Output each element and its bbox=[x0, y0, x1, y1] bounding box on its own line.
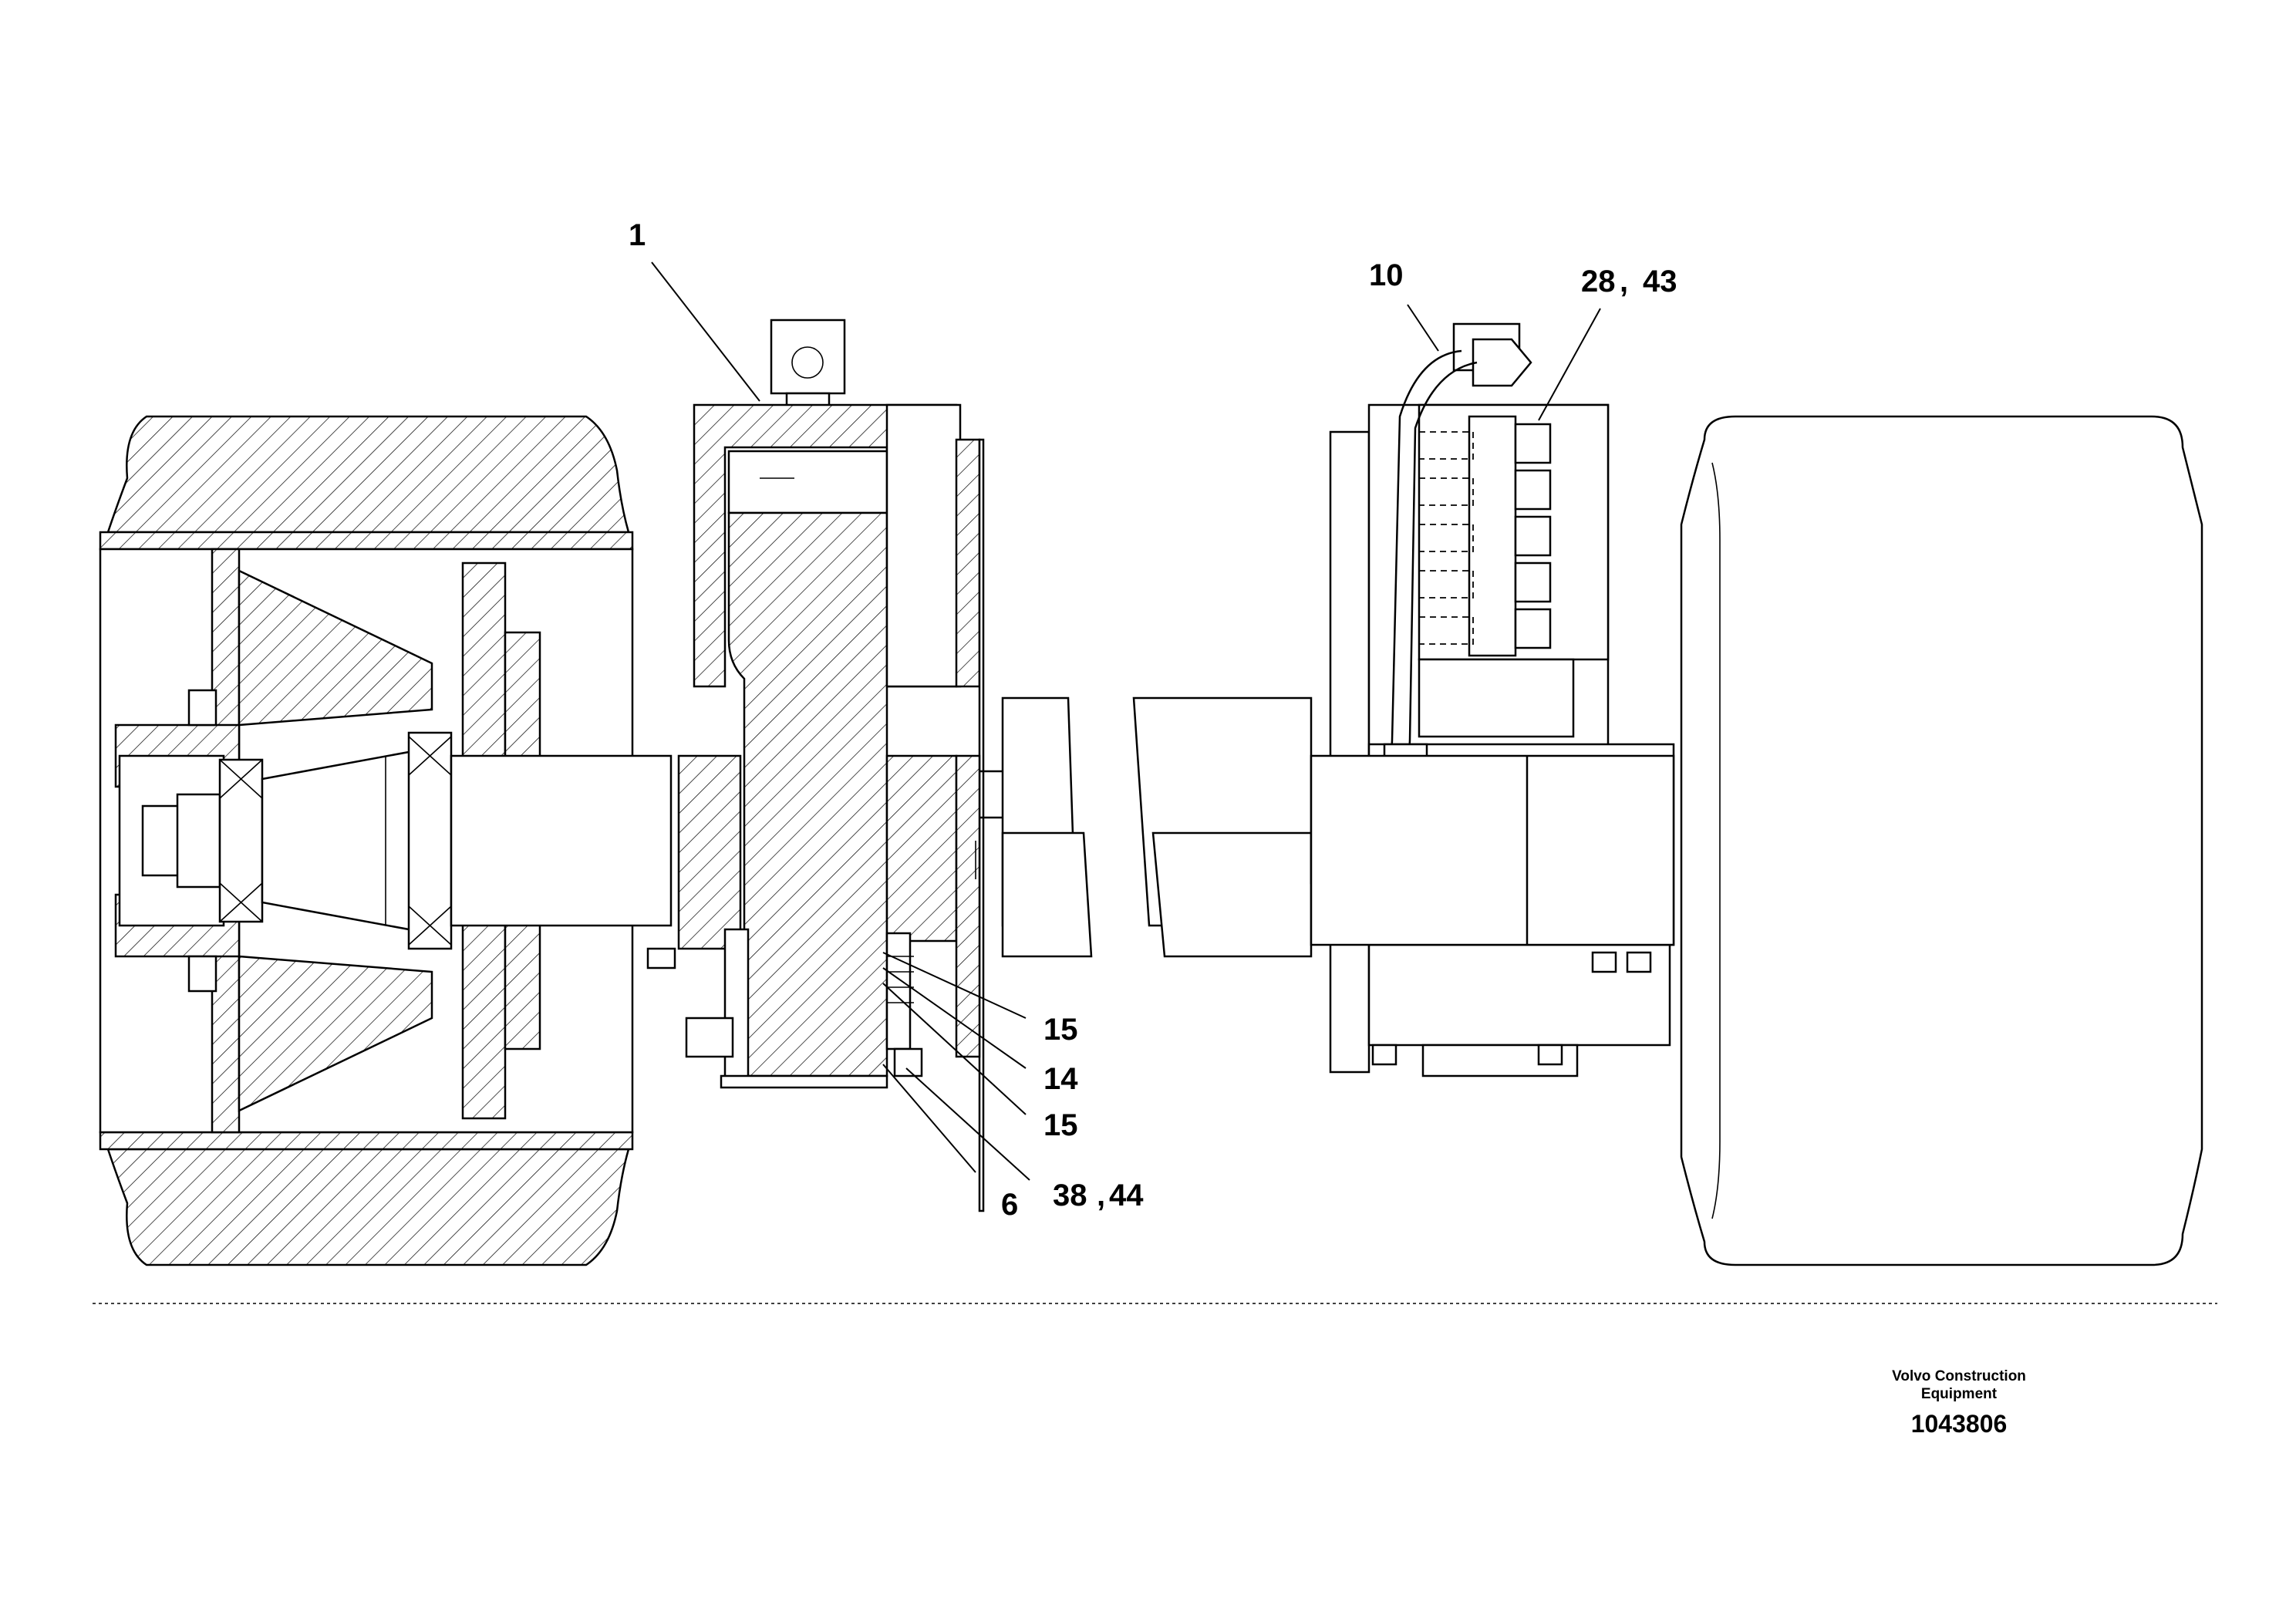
callout-10: 10 bbox=[1369, 258, 1404, 292]
callout-43: 43 bbox=[1643, 265, 1677, 298]
callout-44: 44 bbox=[1109, 1179, 1144, 1212]
company-name-line1: Volvo Construction bbox=[1892, 1368, 2026, 1384]
callout-1: 1 bbox=[629, 218, 646, 252]
center-hub-section bbox=[646, 319, 985, 1212]
drawing-part-number: 1043806 bbox=[1911, 1410, 2008, 1438]
callout-15-lower: 15 bbox=[1043, 1108, 1078, 1142]
center-spacers bbox=[975, 696, 1342, 958]
left-wheel-section bbox=[99, 415, 673, 1266]
callout-15-upper: 15 bbox=[1043, 1013, 1078, 1047]
callout-28: 28 bbox=[1581, 265, 1616, 298]
connector-terminals bbox=[1418, 423, 1552, 649]
right-motor-assembly bbox=[1310, 322, 1675, 1077]
callout-14: 14 bbox=[1043, 1062, 1078, 1096]
callout-6: 6 bbox=[1001, 1188, 1018, 1222]
leader-lines bbox=[651, 261, 1601, 1181]
right-wheel bbox=[1680, 415, 2203, 1266]
callout-separator-28-43: , bbox=[1620, 265, 1628, 298]
callout-38: 38 bbox=[1053, 1179, 1087, 1212]
callout-separator-38-44: , bbox=[1097, 1179, 1105, 1212]
company-name-line2: Equipment bbox=[1921, 1386, 1998, 1402]
